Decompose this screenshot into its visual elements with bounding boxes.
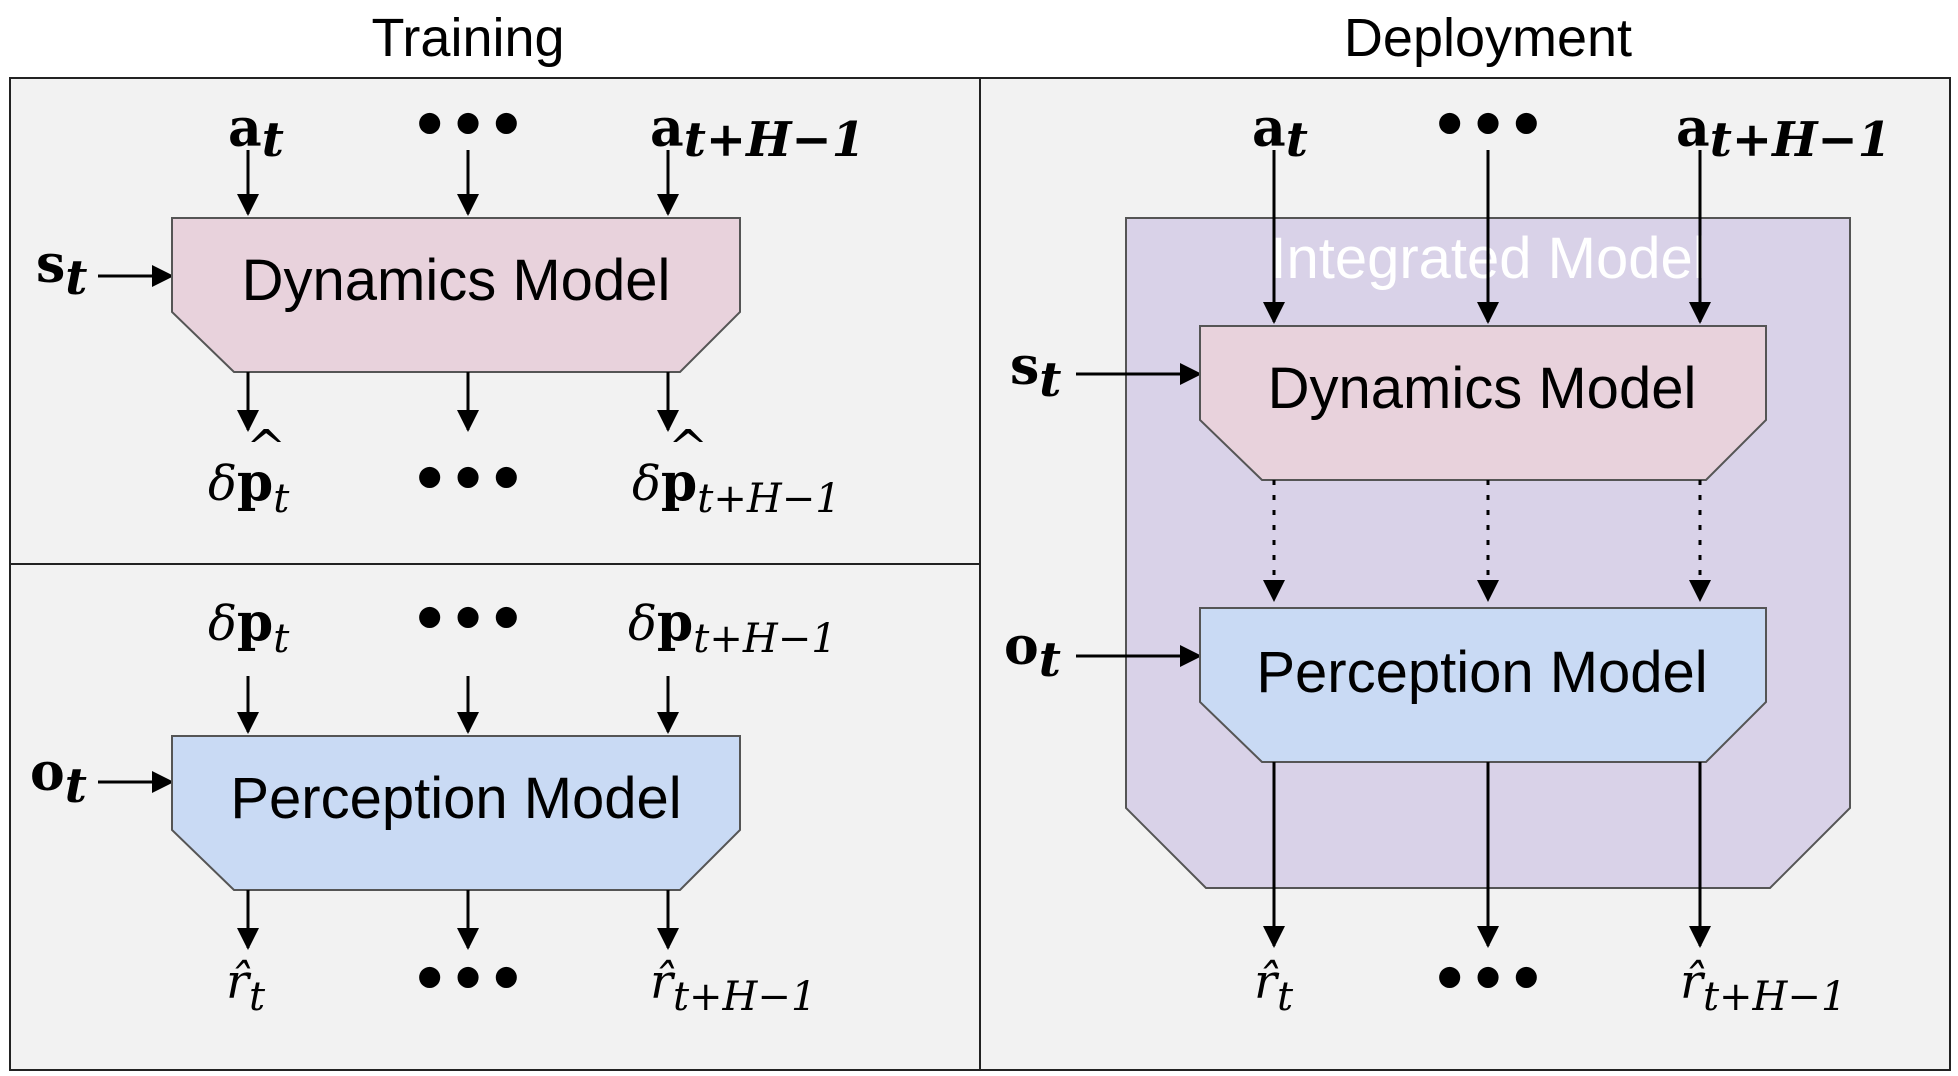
dynamics-model-box (171, 217, 741, 373)
input-o-t: ot (1004, 616, 1061, 688)
input-a-tH: at+H−1 (1676, 98, 1891, 168)
input-a-tH: at+H−1 (650, 98, 865, 168)
dynamics-model-label: Dynamics Model (242, 248, 671, 313)
ellipsis: ••• (410, 445, 525, 515)
header-deployment: Deployment (1344, 8, 1632, 68)
deployment-out-arrows (1263, 762, 1711, 948)
training-perception-out-arrows (237, 890, 679, 950)
hat-mark: ^ (246, 420, 286, 476)
perception-model-label: Perception Model (230, 766, 681, 831)
header-training: Training (371, 8, 564, 68)
output-delta-p-hat-tH: δpt+H−1 (632, 452, 841, 522)
input-a-t: at (228, 98, 284, 168)
output-r-hat-tH: r̂t+H−1 (650, 954, 816, 1020)
output-r-hat-t: r̂t (1254, 954, 1294, 1020)
perception-model-box (171, 735, 741, 891)
input-delta-p-t: δpt (208, 592, 290, 662)
ellipsis: ••• (410, 91, 525, 161)
training-dynamics-out-arrows (237, 372, 679, 432)
input-s-t: st (36, 234, 87, 306)
input-s-t: st (1010, 336, 1061, 408)
ellipsis: ••• (1430, 91, 1545, 161)
input-delta-p-tH: δpt+H−1 (628, 592, 837, 662)
output-r-hat-tH: r̂t+H−1 (1680, 954, 1846, 1020)
perception-model-label: Perception Model (1256, 640, 1707, 705)
dynamics-model-box (1199, 325, 1767, 481)
perception-model-box (1199, 607, 1767, 763)
training-dynamics-in-arrows (237, 150, 679, 216)
dynamics-model-label: Dynamics Model (1268, 356, 1697, 421)
input-o-t: ot (30, 742, 87, 814)
output-r-hat-t: r̂t (226, 954, 266, 1020)
input-a-t: at (1252, 98, 1308, 168)
ellipsis: ••• (410, 585, 525, 655)
hat-mark: ^ (668, 420, 708, 476)
deployment-dotted-links (1263, 480, 1711, 602)
ellipsis: ••• (1430, 945, 1545, 1015)
output-delta-p-hat-t: δpt (208, 452, 290, 522)
training-perception-in-arrows (237, 676, 679, 734)
deployment-in-arrows (1263, 150, 1711, 324)
ellipsis: ••• (410, 945, 525, 1015)
training-dynamics-inputs: at ••• at+H−1 (228, 91, 865, 168)
